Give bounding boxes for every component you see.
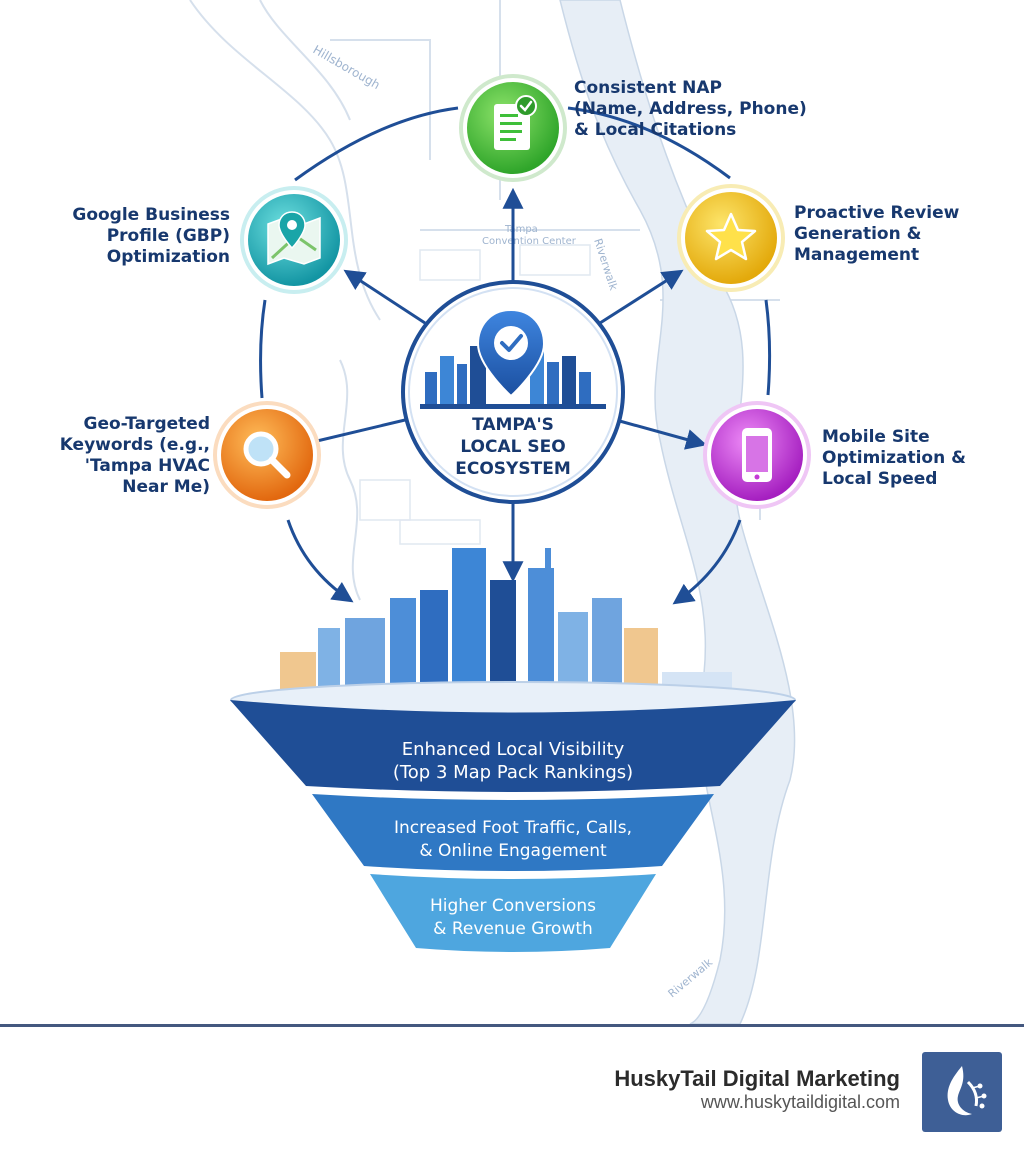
- node-mobile: [703, 401, 811, 509]
- map-label-hillsborough: Hillsborough: [311, 42, 383, 92]
- map-label-riverwalk-south: Riverwalk: [666, 955, 716, 1000]
- node-review: [677, 184, 785, 292]
- label-review-line-3: Management: [794, 245, 920, 265]
- label-keywords-line-4: Near Me): [122, 477, 210, 497]
- arrow-right-to-funnel: [672, 519, 742, 605]
- label-keywords-line-1: Geo-Targeted: [83, 414, 210, 434]
- star-icon: [705, 212, 757, 261]
- city-skyline: [230, 548, 796, 719]
- smartphone-icon: [742, 428, 772, 482]
- funnel-tier-2: [312, 794, 714, 871]
- label-gbp-line-2: Profile (GBP): [106, 226, 230, 246]
- label-nap-line-1: Consistent NAP: [574, 78, 722, 98]
- map-label-convention-center: Convention Center: [482, 236, 577, 247]
- brand-name: HuskyTail Digital Marketing: [614, 1066, 900, 1091]
- label-nap-line-2: (Name, Address, Phone): [574, 99, 807, 119]
- brand-url[interactable]: www.huskytaildigital.com: [700, 1092, 900, 1112]
- funnel-tier-3-line-1: Higher Conversions: [430, 896, 596, 916]
- footer: HuskyTail Digital Marketing www.huskytai…: [0, 1024, 1024, 1154]
- label-gbp: Google Business Profile (GBP) Optimizati…: [72, 205, 230, 268]
- magnifier-icon: [243, 431, 291, 479]
- node-nap: [459, 74, 567, 182]
- funnel-tier-2-line-1: Increased Foot Traffic, Calls,: [394, 818, 632, 838]
- funnel-tier-1-line-2: (Top 3 Map Pack Rankings): [393, 762, 633, 783]
- connector-ring: [259, 106, 772, 399]
- center-skyline: [420, 346, 606, 409]
- label-mobile: Mobile Site Optimization & Local Speed: [822, 427, 966, 490]
- label-review-line-1: Proactive Review: [794, 203, 960, 223]
- river: [559, 0, 796, 1025]
- label-nap: Consistent NAP (Name, Address, Phone) & …: [574, 78, 807, 141]
- center-title-line-2: LOCAL SEO: [460, 437, 565, 457]
- funnel-tier-1-line-1: Enhanced Local Visibility: [402, 739, 625, 760]
- label-gbp-line-3: Optimization: [106, 247, 230, 267]
- label-keywords-line-3: 'Tampa HVAC: [84, 456, 210, 476]
- label-keywords-line-2: Keywords (e.g.,: [59, 435, 210, 455]
- node-keywords: [213, 401, 321, 509]
- map-label-riverwalk-north: Riverwalk: [591, 237, 620, 293]
- arrows: [286, 187, 742, 605]
- arrow-to-mobile: [615, 418, 708, 450]
- center-hub: TAMPA'S LOCAL SEO ECOSYSTEM: [401, 280, 625, 504]
- label-gbp-line-1: Google Business: [72, 205, 230, 225]
- funnel-tier-3: [370, 874, 656, 952]
- location-pin-check-icon: [476, 308, 546, 398]
- arrow-to-review: [599, 269, 684, 325]
- label-mobile-line-3: Local Speed: [822, 469, 938, 489]
- label-nap-line-3: & Local Citations: [574, 120, 737, 140]
- label-review-line-2: Generation &: [794, 224, 922, 244]
- label-mobile-line-1: Mobile Site: [822, 427, 930, 447]
- arrow-left-to-funnel: [286, 519, 354, 603]
- center-title-line-1: TAMPA'S: [472, 415, 554, 435]
- center-title-line-3: ECOSYSTEM: [455, 459, 570, 479]
- map-label-tampa: Tampa: [504, 224, 538, 235]
- map-blocks: [359, 244, 591, 545]
- map-pin-icon: [267, 211, 321, 266]
- label-keywords: Geo-Targeted Keywords (e.g., 'Tampa HVAC…: [60, 414, 210, 498]
- funnel: Enhanced Local Visibility (Top 3 Map Pac…: [230, 700, 796, 952]
- funnel-tier-3-line-2: & Revenue Growth: [433, 919, 593, 939]
- label-mobile-line-2: Optimization &: [822, 448, 966, 468]
- arrow-to-gbp: [343, 269, 426, 325]
- node-gbp: [240, 186, 348, 294]
- label-review: Proactive Review Generation & Management: [794, 203, 959, 266]
- funnel-tier-2-line-2: & Online Engagement: [419, 841, 607, 861]
- document-check-icon: [494, 95, 537, 150]
- footer-divider: [0, 1024, 1024, 1027]
- funnel-tier-1: [230, 700, 796, 792]
- husky-tail-logo-icon: [922, 1052, 1002, 1132]
